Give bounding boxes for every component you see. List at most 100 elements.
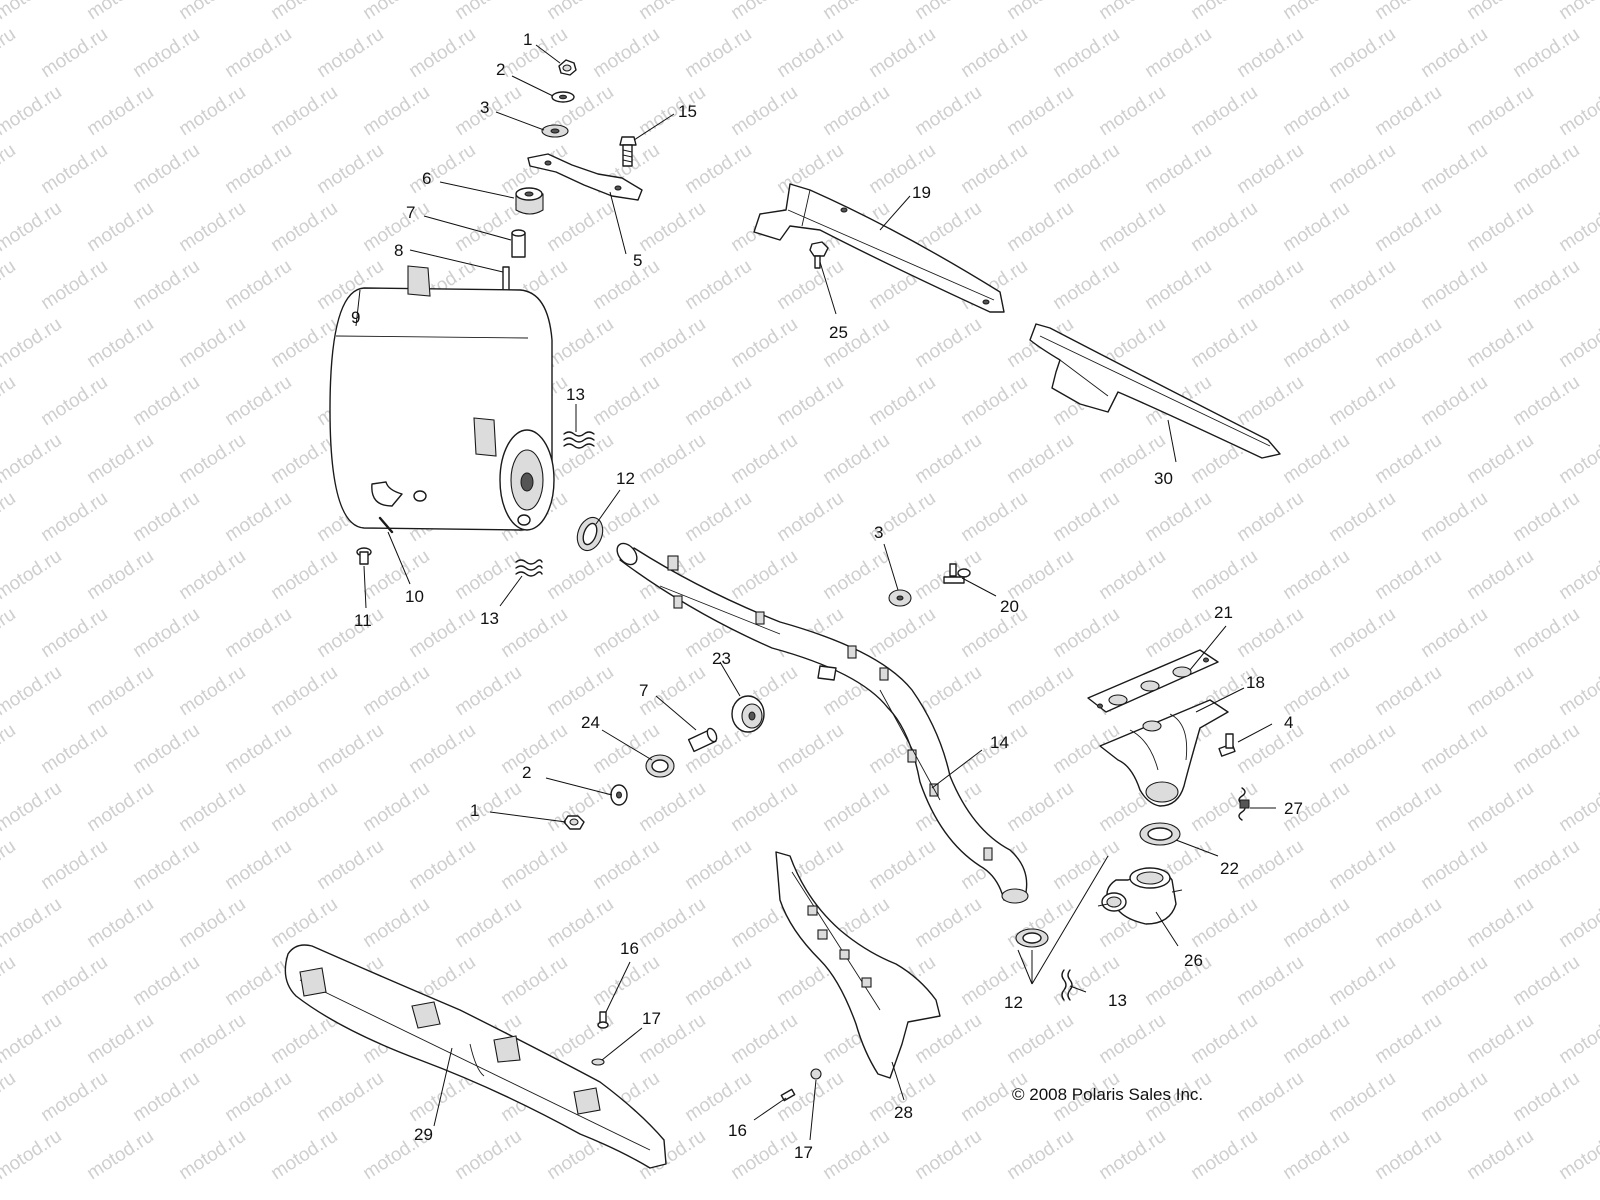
watermark-text: motod.ru <box>1325 140 1399 198</box>
watermark-text: motod.ru <box>267 0 341 24</box>
watermark-text: motod.ru <box>911 1126 985 1184</box>
watermark-text: motod.ru <box>589 372 663 430</box>
watermark-text: motod.ru <box>405 24 479 82</box>
watermark-text: motod.ru <box>1555 1126 1600 1184</box>
watermark-text: motod.ru <box>0 488 20 546</box>
part-7-spacer-top <box>511 229 526 258</box>
watermark-text: motod.ru <box>1187 546 1261 604</box>
part-5-bracket <box>527 153 643 201</box>
watermark-text: motod.ru <box>83 662 157 720</box>
watermark-text: motod.ru <box>175 0 249 24</box>
leader-lines <box>355 44 1276 1141</box>
watermark-text: motod.ru <box>37 1068 111 1126</box>
watermark-text: motod.ru <box>957 604 1031 662</box>
watermark-text: motod.ru <box>1233 140 1307 198</box>
watermark-text: motod.ru <box>1509 604 1583 662</box>
watermark-text: motod.ru <box>0 314 66 372</box>
watermark-text: motod.ru <box>1049 488 1123 546</box>
watermark-text: motod.ru <box>1141 140 1215 198</box>
watermark-text: motod.ru <box>267 662 341 720</box>
watermark-text: motod.ru <box>0 256 20 314</box>
watermark-text: motod.ru <box>1463 198 1537 256</box>
callout-13: 13 <box>566 385 585 404</box>
watermark-text: motod.ru <box>129 140 203 198</box>
watermark-text: motod.ru <box>1233 488 1307 546</box>
watermark-text: motod.ru <box>543 662 617 720</box>
part-21-manifold-gasket <box>1087 649 1219 713</box>
watermark-text: motod.ru <box>681 24 755 82</box>
part-30-heat-shield <box>1029 323 1281 459</box>
watermark-text: motod.ru <box>1279 546 1353 604</box>
watermark-text: motod.ru <box>175 82 249 140</box>
watermark-text: motod.ru <box>313 836 387 894</box>
watermark-text: motod.ru <box>1555 82 1600 140</box>
watermark-text: motod.ru <box>0 372 20 430</box>
watermark-text: motod.ru <box>175 430 249 488</box>
watermark-text: motod.ru <box>957 488 1031 546</box>
watermark-text: motod.ru <box>1141 256 1215 314</box>
part-10-pin <box>378 516 394 534</box>
watermark-text: motod.ru <box>0 82 66 140</box>
watermark-text: motod.ru <box>1325 836 1399 894</box>
part-25-screw <box>809 241 829 269</box>
callout-4: 4 <box>1284 713 1293 732</box>
watermark-text: motod.ru <box>0 0 66 24</box>
watermark-text: motod.ru <box>1233 720 1307 778</box>
watermark-text: motod.ru <box>221 836 295 894</box>
watermark-text: motod.ru <box>1141 952 1215 1010</box>
watermark-text: motod.ru <box>267 1126 341 1184</box>
watermark-text: motod.ru <box>1417 836 1491 894</box>
watermark-text: motod.ru <box>83 1010 157 1068</box>
copyright-notice: © 2008 Polaris Sales Inc. <box>1012 1085 1203 1104</box>
watermark-text: motod.ru <box>1187 82 1261 140</box>
watermark-text: motod.ru <box>1555 778 1600 836</box>
part-22-gasket <box>1139 822 1181 846</box>
part-26-elbow-pipe <box>1097 867 1183 925</box>
part-4-stud <box>1218 733 1236 757</box>
callout-21: 21 <box>1214 603 1233 622</box>
watermark-text: motod.ru <box>359 894 433 952</box>
watermark-text: motod.ru <box>1187 314 1261 372</box>
watermark-text: motod.ru <box>1003 82 1077 140</box>
watermark-text: motod.ru <box>1417 1068 1491 1126</box>
watermark-text: motod.ru <box>589 836 663 894</box>
watermark-text: motod.ru <box>497 604 571 662</box>
watermark-text: motod.ru <box>681 952 755 1010</box>
watermark-text: motod.ru <box>221 952 295 1010</box>
watermark-text: motod.ru <box>37 488 111 546</box>
watermark-text: motod.ru <box>1279 430 1353 488</box>
part-3-washer-middle <box>888 589 912 607</box>
watermark-text: motod.ru <box>911 314 985 372</box>
watermark-text: motod.ru <box>589 604 663 662</box>
watermark-text: motod.ru <box>543 0 617 24</box>
part-23-grommet <box>731 695 765 733</box>
watermark-text: motod.ru <box>451 1126 525 1184</box>
watermark-text: motod.ru <box>37 256 111 314</box>
watermark-text: motod.ru <box>1325 488 1399 546</box>
watermark-text: motod.ru <box>589 952 663 1010</box>
watermark-text: motod.ru <box>405 836 479 894</box>
watermark-text: motod.ru <box>1509 372 1583 430</box>
watermark-text: motod.ru <box>313 140 387 198</box>
watermark-text: motod.ru <box>1325 24 1399 82</box>
watermark-text: motod.ru <box>1463 1010 1537 1068</box>
part-11-rivet <box>356 547 372 565</box>
watermark-text: motod.ru <box>819 430 893 488</box>
watermark-text: motod.ru <box>1003 546 1077 604</box>
watermark-text: motod.ru <box>1417 140 1491 198</box>
watermark-text: motod.ru <box>1555 430 1600 488</box>
watermark-text: motod.ru <box>1509 1068 1583 1126</box>
watermark-text: motod.ru <box>83 546 157 604</box>
watermark-text: motod.ru <box>0 546 66 604</box>
part-1-nut-lower <box>563 815 585 830</box>
watermark-text: motod.ru <box>1509 488 1583 546</box>
watermark-text: motod.ru <box>1417 952 1491 1010</box>
watermark-text: motod.ru <box>451 0 525 24</box>
watermark-text: motod.ru <box>359 662 433 720</box>
watermark-text: motod.ru <box>1187 894 1261 952</box>
callout-22: 22 <box>1220 859 1239 878</box>
watermark-text: motod.ru <box>1463 0 1537 24</box>
watermark-text: motod.ru <box>543 894 617 952</box>
watermark-text: motod.ru <box>543 198 617 256</box>
